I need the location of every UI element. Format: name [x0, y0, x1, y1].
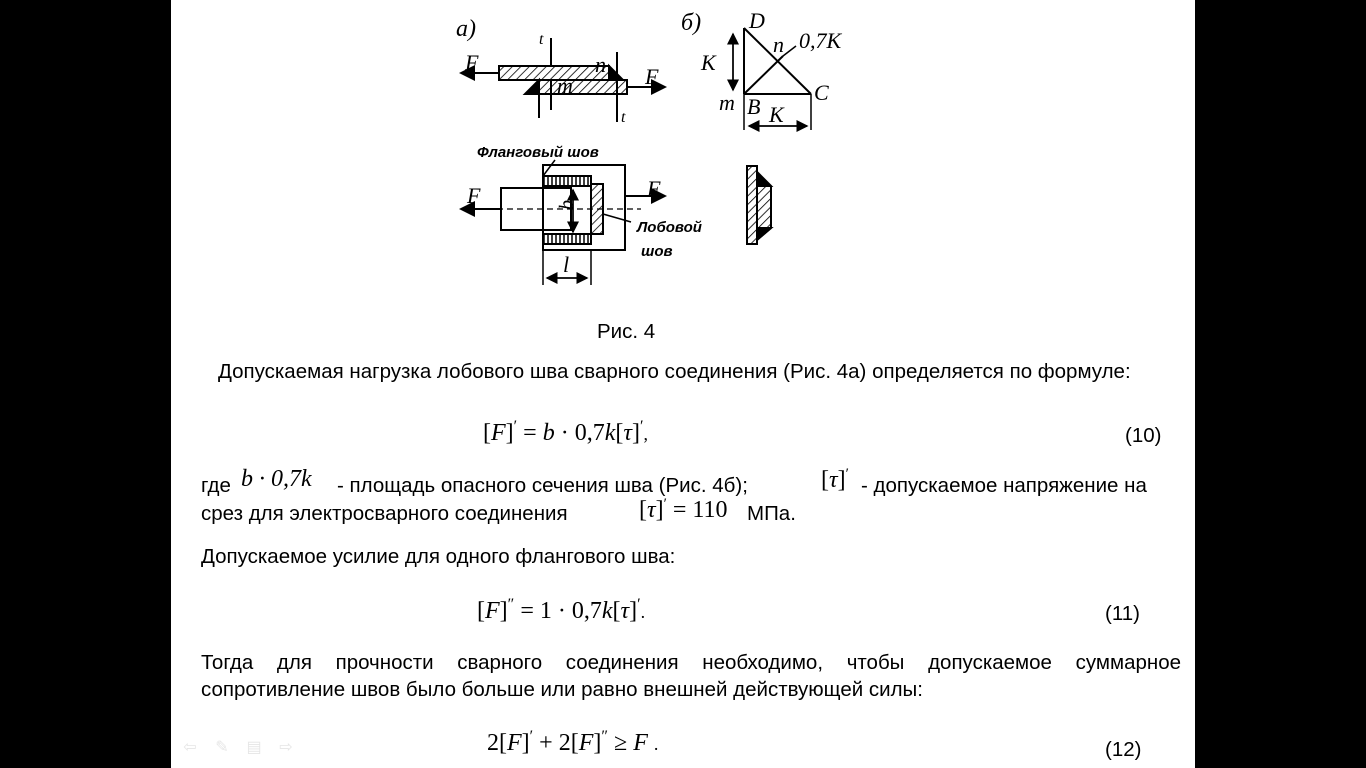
force-left-top-view-label: F — [466, 183, 481, 208]
throat-label: 0,7K — [799, 28, 843, 53]
next-slide-icon[interactable]: ⇨ — [279, 739, 293, 756]
panel-a-top-view — [459, 159, 667, 285]
panel-b-label: б) — [681, 10, 701, 36]
weld-figure: a) б) F F t t m n D n 0,7K K m B C K Фла… — [456, 8, 843, 285]
flank-weld-label: Фланговый шов — [477, 144, 599, 161]
length-l-label: l — [563, 252, 569, 277]
equation-10: [F]′ = b · 0,7k[τ]′, — [483, 418, 648, 446]
equation-11: [F]″ = 1 · 0,7k[τ]′. — [477, 596, 646, 624]
paragraph-where-line2: срез для электросварного соединения [τ]′… — [201, 496, 796, 525]
front-weld-label-1: Лобовой — [636, 219, 702, 236]
point-n-label: n — [595, 52, 606, 77]
slideshow-nav: ⇦ ✎ ▤ ⇨ — [180, 738, 296, 758]
point-B-label: B — [747, 94, 760, 119]
front-weld-label-2: шов — [641, 243, 673, 260]
equation-11-number: (11) — [1105, 602, 1140, 625]
force-right-label: F — [644, 64, 659, 89]
point-n-b-label: n — [773, 32, 784, 57]
paragraph-frontal-weld: Допускаемая нагрузка лобового шва сварно… — [218, 360, 1131, 383]
leg-k-horizontal-label: K — [768, 102, 785, 127]
figure-caption: Рис. 4 — [597, 320, 656, 343]
pen-icon[interactable]: ✎ — [215, 739, 229, 756]
panel-b-weld-triangle — [727, 27, 812, 132]
thickness-bottom-label: t — [621, 109, 626, 126]
panel-a-label: a) — [456, 16, 476, 42]
equation-10-number: (10) — [1125, 424, 1162, 447]
point-C-label: C — [814, 80, 829, 105]
slide: a) б) F F t t m n D n 0,7K K m B C K Фла… — [171, 0, 1195, 768]
width-b-label: b — [556, 200, 578, 210]
panel-a-lap-joint — [459, 38, 667, 122]
paragraph-flank-weld: Допускаемое усилие для одного флангового… — [201, 545, 676, 568]
leg-k-vertical-label: K — [700, 50, 717, 75]
point-D-label: D — [748, 8, 765, 33]
point-m-b-label: m — [719, 90, 735, 115]
menu-icon[interactable]: ▤ — [246, 739, 262, 756]
point-m-label: m — [557, 73, 573, 98]
equation-12: 2[F]′ + 2[F]″ ≥ F . — [487, 728, 659, 756]
force-left-label: F — [464, 50, 479, 75]
paragraph-where-line1: где b · 0,7k - площадь опасного сечения … — [201, 466, 1147, 497]
panel-b-section-view — [746, 165, 774, 245]
thickness-top-label: t — [539, 31, 544, 48]
paragraph-strength-condition: Тогда для прочности сварного соединения … — [201, 651, 1181, 701]
force-right-top-view-label: F — [646, 176, 661, 201]
previous-slide-icon[interactable]: ⇦ — [183, 739, 197, 756]
equation-12-number: (12) — [1105, 738, 1142, 761]
